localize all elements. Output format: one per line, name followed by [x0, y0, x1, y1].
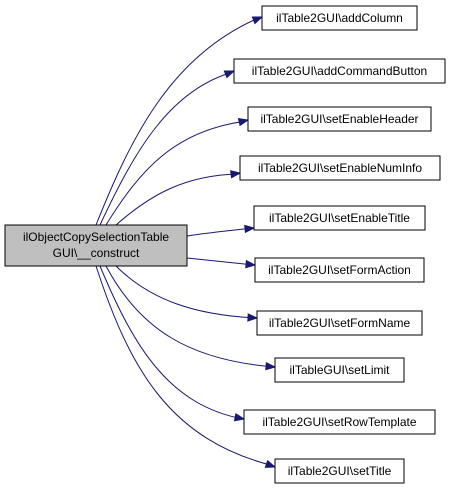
target-node-add-column[interactable]: ilTable2GUI\addColumn [261, 5, 418, 31]
target-node-set-enable-header[interactable]: ilTable2GUI\setEnableHeader [247, 106, 432, 132]
target-node-set-row-template[interactable]: ilTable2GUI\setRowTemplate [243, 409, 436, 435]
arrowhead [230, 170, 242, 179]
call-edge [95, 265, 275, 467]
target-node-set-form-name[interactable]: ilTable2GUI\setFormName [256, 310, 423, 336]
target-node-label: ilTable2GUI\setFormName [269, 316, 411, 330]
call-edge [99, 71, 234, 226]
target-node-add-command-button[interactable]: ilTable2GUI\addCommandButton [233, 58, 446, 84]
target-node-label: ilTable2GUI\setRowTemplate [262, 415, 416, 429]
arrowhead [244, 224, 256, 234]
arrowhead [223, 70, 236, 79]
target-node-label: ilTable2GUI\setTitle [288, 464, 392, 478]
source-node[interactable]: ilObjectCopySelectionTable GUI\__constru… [4, 224, 188, 267]
arrowhead [247, 313, 259, 322]
target-node-set-form-action[interactable]: ilTable2GUI\setFormAction [254, 257, 425, 283]
target-node-label: ilTable2GUI\addCommandButton [252, 64, 427, 78]
target-node-set-limit[interactable]: ilTableGUI\setLimit [274, 357, 405, 383]
call-edge [186, 257, 255, 266]
call-edge [95, 16, 262, 226]
target-node-label: ilTable2GUI\setEnableNumInfo [258, 161, 422, 175]
arrowhead [233, 413, 246, 422]
call-edge [105, 265, 275, 368]
call-edge [186, 227, 254, 237]
target-node-label: ilTableGUI\setLimit [289, 363, 390, 377]
arrowhead [265, 361, 277, 371]
call-edge [115, 265, 257, 319]
arrowhead [245, 259, 257, 269]
call-edges [95, 16, 277, 468]
source-node-label-line1: ilObjectCopySelectionTable [23, 230, 169, 244]
call-edge [99, 265, 244, 420]
target-node-label: ilTable2GUI\setEnableTitle [269, 211, 410, 225]
arrowhead [251, 16, 264, 25]
call-edge [105, 120, 248, 226]
arrowhead [264, 459, 277, 468]
target-node-set-enable-num-info[interactable]: ilTable2GUI\setEnableNumInfo [239, 155, 441, 181]
target-node-label: ilTable2GUI\setEnableHeader [260, 112, 418, 126]
call-edge [115, 173, 240, 226]
target-node-set-title[interactable]: ilTable2GUI\setTitle [274, 458, 405, 484]
arrowhead [237, 118, 250, 127]
target-node-label: ilTable2GUI\setFormAction [268, 263, 411, 277]
target-node-set-enable-title[interactable]: ilTable2GUI\setEnableTitle [253, 205, 426, 231]
target-node-label: ilTable2GUI\addColumn [276, 11, 403, 25]
source-node-label-line2: GUI\__construct [53, 246, 140, 260]
